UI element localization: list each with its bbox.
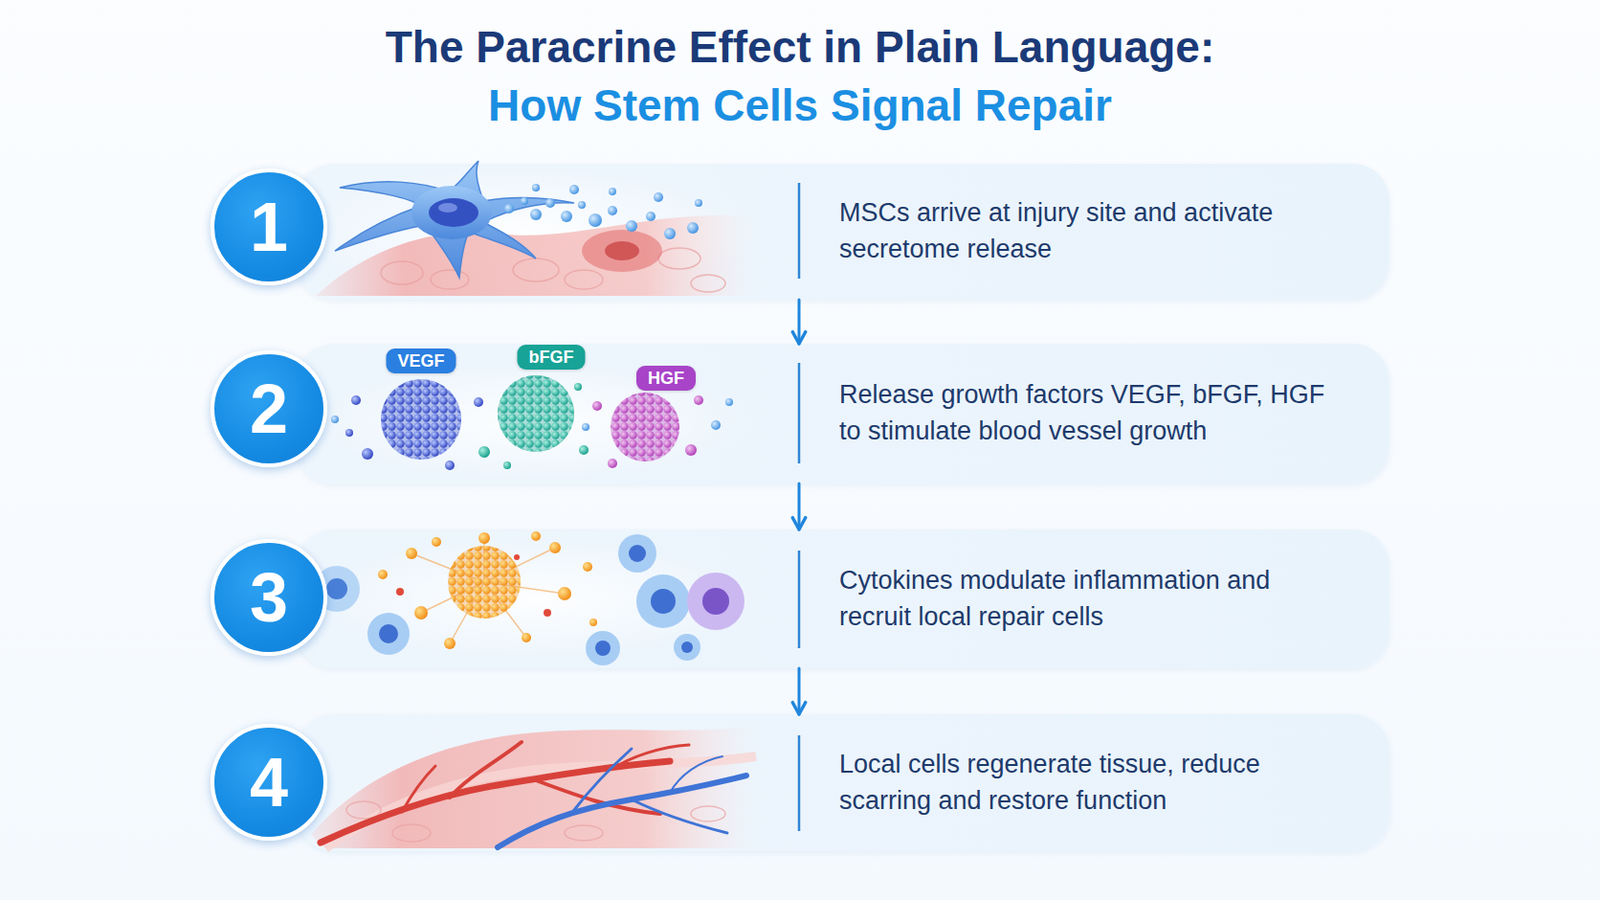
step-band: Cytokines modulate inflammation and recr… [296,529,1390,668]
text-stack: 2 [249,374,289,444]
flow-arrow [798,483,801,530]
text-stack: Release growth factors VEGF, bFGF, HGF t… [839,377,1337,450]
factor-tag: HGF [636,365,696,391]
step-number: 2 [249,374,289,444]
step-description: MSCs arrive at injury site and activate … [839,195,1337,268]
step-number-circle: 1 [210,168,328,286]
text-area: Release growth factors VEGF, bFGF, HGF t… [839,343,1337,484]
step-description: Release growth factors VEGF, bFGF, HGF t… [839,377,1337,450]
step-number: 4 [249,747,289,817]
step-number-circle: 2 [210,350,328,467]
flow-arrow [798,299,801,344]
text-stack: Local cells regenerate tissue, reduce sc… [839,746,1337,820]
flow-arrow [798,667,801,714]
step-band: MSCs arrive at injury site and activate … [296,163,1390,300]
step-band: Local cells regenerate tissue, reduce sc… [296,713,1390,851]
subtitle: How Stem Cells Signal Repair [0,78,1600,133]
text-area: Cytokines modulate inflammation and recr… [839,529,1337,668]
factor-tag: VEGF [385,348,456,374]
text-area: Local cells regenerate tissue, reduce sc… [839,713,1337,851]
step-number-circle: 4 [210,723,328,841]
text-stack: 4 [249,747,289,817]
text-stack: Cytokines modulate inflammation and recr… [839,562,1337,636]
step-description: Cytokines modulate inflammation and recr… [839,562,1337,636]
text-area: MSCs arrive at injury site and activate … [839,163,1337,300]
text-stack: 1 [249,192,289,262]
text-stack: MSCs arrive at injury site and activate … [839,195,1337,268]
step-number: 1 [249,192,289,262]
step-band: Release growth factors VEGF, bFGF, HGF t… [296,343,1390,484]
step-number-circle: 3 [210,538,328,656]
step-description: Local cells regenerate tissue, reduce sc… [839,746,1337,820]
step-number: 3 [249,562,289,632]
title: The Paracrine Effect in Plain Language: [0,20,1600,74]
text-stack: 3 [249,562,289,632]
factor-tag: bFGF [517,344,586,370]
